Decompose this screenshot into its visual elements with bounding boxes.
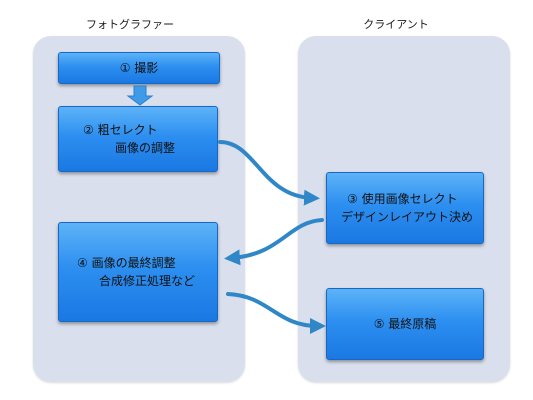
lane-title-client: クライアント	[363, 18, 429, 31]
step-3-box: ③ 使用画像セレクト デザインレイアウト決め	[326, 172, 484, 244]
arrow-3-to-4	[224, 218, 324, 266]
step-2-label-2: 画像の調整	[115, 141, 176, 155]
step-1-label: ① 撮影	[119, 61, 159, 75]
step-4-box: ④ 画像の最終調整 合成修正処理など	[58, 222, 218, 322]
step-2-label-1: ② 粗セレクト	[83, 123, 158, 137]
arrow-2-to-3	[218, 140, 320, 206]
step-3-label-1: ③ 使用画像セレクト	[347, 192, 458, 206]
arrow-4-to-5	[226, 292, 326, 334]
step-4-label-2: 合成修正処理など	[99, 274, 196, 288]
lane-title-photographer: フォトグラファー	[86, 18, 174, 31]
step-5-label: ⑤ 最終原稿	[373, 317, 437, 331]
step-5-box: ⑤ 最終原稿	[326, 288, 484, 360]
step-1-box: ① 撮影	[58, 52, 220, 84]
step-2-box: ② 粗セレクト 画像の調整	[58, 106, 218, 172]
step-4-label-1: ④ 画像の最終調整	[77, 256, 176, 270]
arrow-down-1-to-2	[126, 85, 154, 106]
step-3-label-2: デザインレイアウト決め	[341, 210, 474, 224]
